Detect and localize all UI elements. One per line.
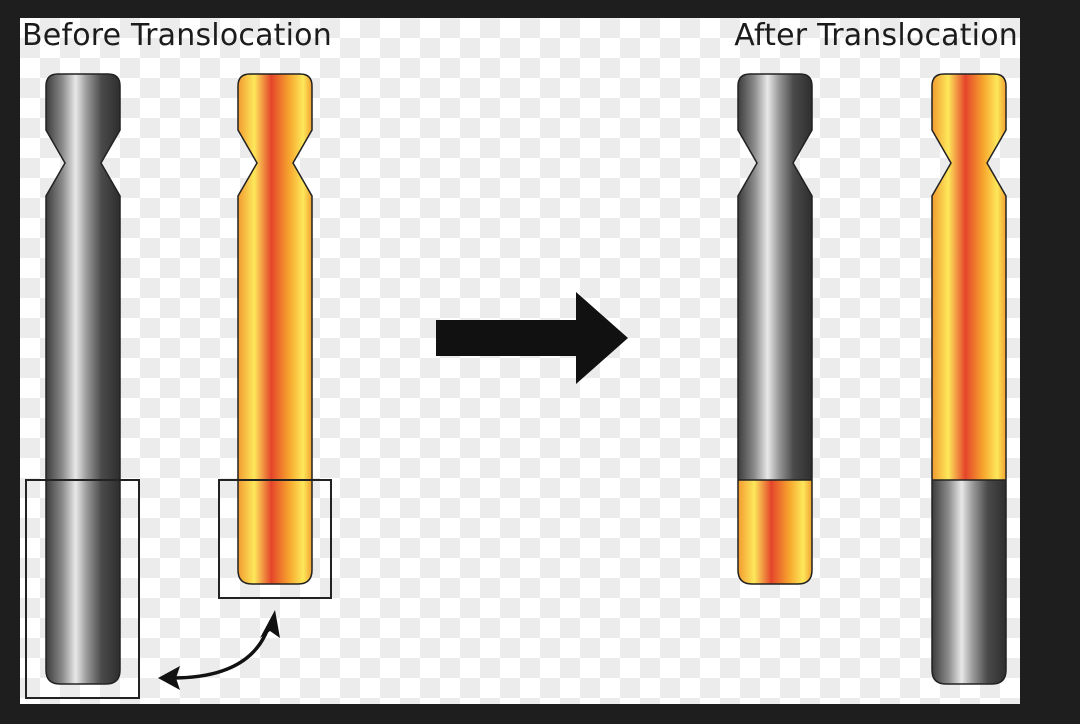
after-gray-chromosome bbox=[738, 74, 812, 590]
curved-double-arrow-icon bbox=[158, 610, 280, 690]
right-arrow-icon bbox=[436, 292, 628, 384]
translocation-diagram bbox=[20, 18, 1020, 704]
after-orange-chromosome bbox=[932, 74, 1006, 690]
before-orange-chromosome bbox=[238, 74, 312, 584]
diagram-canvas: Before Translocation After Translocation bbox=[20, 18, 1020, 704]
before-gray-chromosome bbox=[46, 74, 120, 684]
